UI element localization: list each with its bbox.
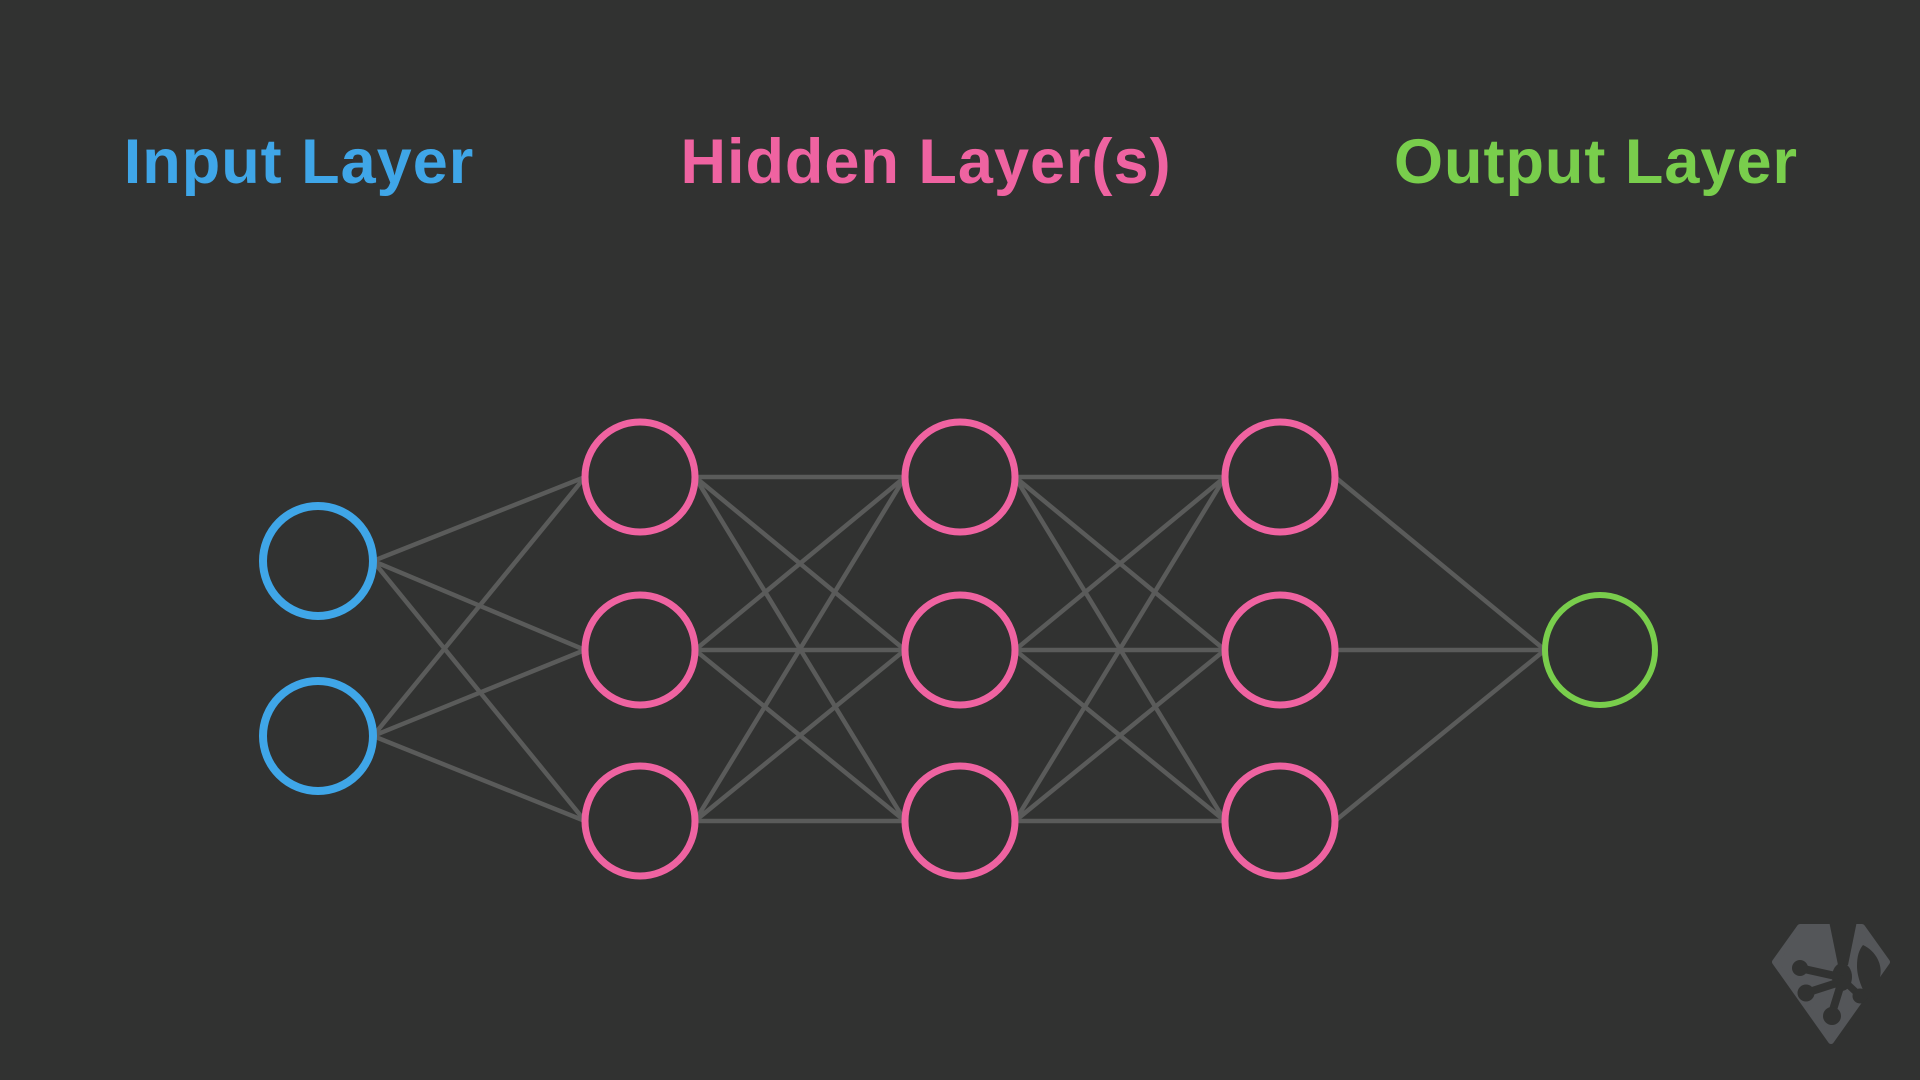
edge-hidden-3-to-output <box>1333 648 1547 823</box>
node-input-2 <box>259 677 377 795</box>
hidden-layer-title: Hidden Layer(s) <box>680 127 1172 197</box>
input-layer-title: Input Layer <box>123 127 475 197</box>
node-hidden-2-1 <box>901 418 1019 536</box>
node-hidden-1-3 <box>581 762 699 880</box>
edge-input-to-hidden-1 <box>371 475 587 738</box>
node-hidden-1-1 <box>581 418 699 536</box>
edge-hidden-1-to-hidden-2 <box>693 475 907 823</box>
edge-hidden-2-to-hidden-3 <box>1013 648 1227 823</box>
edge-hidden-1-to-hidden-2 <box>693 475 907 652</box>
node-hidden-3-1 <box>1221 418 1339 536</box>
edge-hidden-2-to-hidden-3 <box>1013 475 1227 823</box>
connection-lines <box>371 474 1547 824</box>
output-layer-title: Output Layer <box>1393 127 1799 197</box>
edge-input-to-hidden-1 <box>372 647 586 739</box>
treehouse-logo-icon <box>1772 921 1890 1044</box>
node-hidden-3-2 <box>1221 591 1339 709</box>
node-hidden-3-3 <box>1221 762 1339 880</box>
node-output-1 <box>1542 592 1658 708</box>
edge-input-to-hidden-1 <box>372 733 586 824</box>
node-hidden-1-2 <box>581 591 699 709</box>
edge-hidden-2-to-hidden-3 <box>1013 475 1227 652</box>
logo-frog-foot-cutout <box>1792 921 1881 1025</box>
node-hidden-2-3 <box>901 762 1019 880</box>
edge-hidden-3-to-output <box>1333 475 1547 652</box>
edge-input-to-hidden-1 <box>372 474 586 564</box>
node-input-1 <box>259 502 377 620</box>
node-hidden-2-2 <box>901 591 1019 709</box>
edge-hidden-1-to-hidden-2 <box>693 648 907 823</box>
